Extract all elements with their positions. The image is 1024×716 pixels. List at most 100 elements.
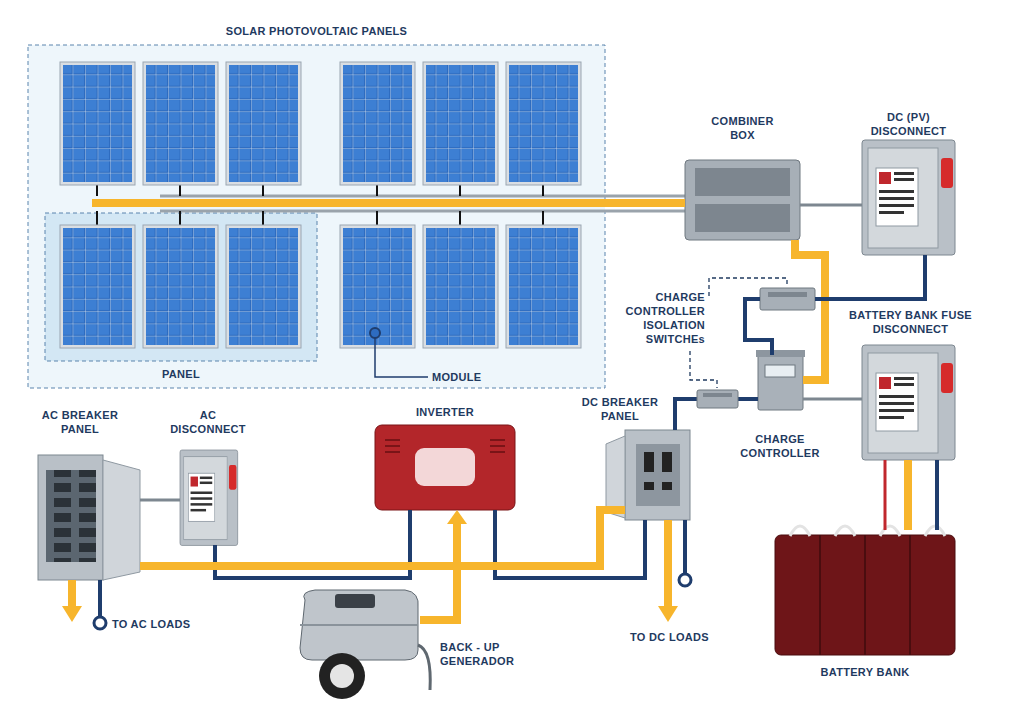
component-label: CHARGE CONTROLLER ISOLATION SWITCHEs [625, 290, 705, 346]
wire-connector [815, 255, 925, 299]
inverter: INVERTER [375, 425, 515, 510]
fuse-disconnect-art [862, 345, 955, 460]
component-label: CHARGE CONTROLLER [730, 432, 830, 460]
component-label: INVERTER [375, 405, 515, 419]
panel-group: PANEL [45, 213, 317, 361]
ac-load-wires [68, 580, 76, 608]
component-label: PANEL [45, 367, 317, 381]
component-label: DC BREAKER PANEL [578, 395, 662, 423]
component-label: COMBINER BOX [700, 114, 785, 142]
ac-breaker-panel-art [46, 470, 96, 562]
generator-art [300, 590, 418, 660]
wire-connector [795, 240, 825, 380]
wire-path [745, 299, 772, 355]
module-leader [370, 328, 380, 338]
wire-connector [800, 205, 862, 206]
wire-path [140, 499, 180, 502]
pv-region [28, 45, 605, 388]
dc-breaker-panel-art [606, 436, 625, 518]
pv-region [45, 213, 317, 361]
pv-region [28, 45, 605, 388]
dc-breaker-panel-art [625, 430, 690, 520]
wire-connector [908, 460, 909, 530]
battery-wires [885, 460, 937, 530]
wire-path [803, 398, 862, 401]
pv-modules [60, 62, 135, 185]
dc-load-wires [658, 520, 691, 622]
charge-controller-art [758, 355, 803, 410]
dc-breaker-panel-art [644, 452, 654, 472]
ac-breaker-panel-art [103, 460, 140, 580]
wire-connector [803, 399, 862, 400]
inverter-art [415, 448, 475, 486]
charge-controller-art [756, 350, 805, 410]
wire-path [815, 255, 925, 299]
combiner-box: COMBINER BOX [685, 160, 800, 240]
isolation-switch-art [768, 292, 807, 297]
pv-bus [97, 185, 543, 225]
wire-path [605, 199, 685, 207]
ac-disconnect-art [180, 450, 238, 545]
ac-breaker-panel-art [38, 455, 103, 580]
combiner-box-art [695, 204, 790, 232]
pv-modules [143, 62, 218, 185]
generator-art [330, 664, 354, 688]
combiner-box-art [685, 160, 800, 240]
component-label: BATTERY BANK FUSE DISCONNECT [843, 308, 978, 336]
pv-modules [506, 225, 581, 348]
wire-connector [140, 510, 625, 566]
isolation-switch-art [760, 288, 815, 310]
module-leader [370, 328, 428, 377]
pv-modules [423, 62, 498, 185]
inverter-art [375, 425, 515, 510]
component-label: AC BREAKER PANEL [30, 408, 130, 436]
pv-bus [92, 199, 605, 207]
lower-isolation-switch [697, 390, 738, 408]
pv-modules [506, 62, 581, 185]
wire-connector [605, 203, 685, 204]
battery-wires [884, 460, 887, 530]
pv-array-region: SOLAR PHOTOVOLTAIC PANELSPANEL [28, 45, 605, 388]
component-label: SOLAR PHOTOVOLTAIC PANELS [28, 24, 605, 38]
pv-modules [143, 225, 218, 348]
wire-connector [140, 500, 180, 501]
inverter-art [375, 425, 515, 510]
charge-controller-art [756, 350, 805, 357]
ac-load-wires [98, 580, 102, 617]
dc-breaker-panel-art [636, 444, 680, 506]
isolation-switch-art [760, 288, 815, 310]
dc-disconnect: DC (PV) DISCONNECT [862, 140, 955, 255]
fuse-disconnect: BATTERY BANK FUSE DISCONNECT [862, 345, 955, 460]
ac-disconnect: AC DISCONNECT [180, 450, 237, 545]
component-label: DC (PV) DISCONNECT [860, 110, 957, 138]
module-leader [375, 338, 428, 377]
generator-art [418, 645, 430, 690]
battery-bank-art [820, 535, 910, 655]
dc-breaker-panel: DC BREAKER PANEL [625, 430, 690, 520]
pv-modules [60, 62, 581, 348]
battery-bank-art [790, 526, 945, 536]
generator-art [300, 590, 430, 699]
wire-connector [745, 299, 772, 355]
pv-bus [92, 185, 685, 225]
pv-modules [60, 225, 135, 348]
wire-path [140, 510, 625, 566]
component-label: BACK - UP GENERADOR [440, 640, 540, 668]
pv-modules [423, 225, 498, 348]
pv-modules [340, 62, 415, 185]
charge-controller-art [765, 365, 795, 377]
pv-modules [340, 225, 415, 348]
battery-wires [935, 460, 939, 530]
generator-art [335, 594, 375, 608]
ac-load-wires [94, 617, 106, 629]
wire-path [420, 524, 457, 620]
dc-load-wires [664, 520, 672, 608]
ac-load-wires [62, 606, 82, 622]
wire-path [800, 204, 862, 207]
dc-breaker-panel-art [662, 482, 672, 490]
component-label: AC DISCONNECT [163, 408, 253, 436]
ac-breaker-panel-art [38, 455, 140, 580]
